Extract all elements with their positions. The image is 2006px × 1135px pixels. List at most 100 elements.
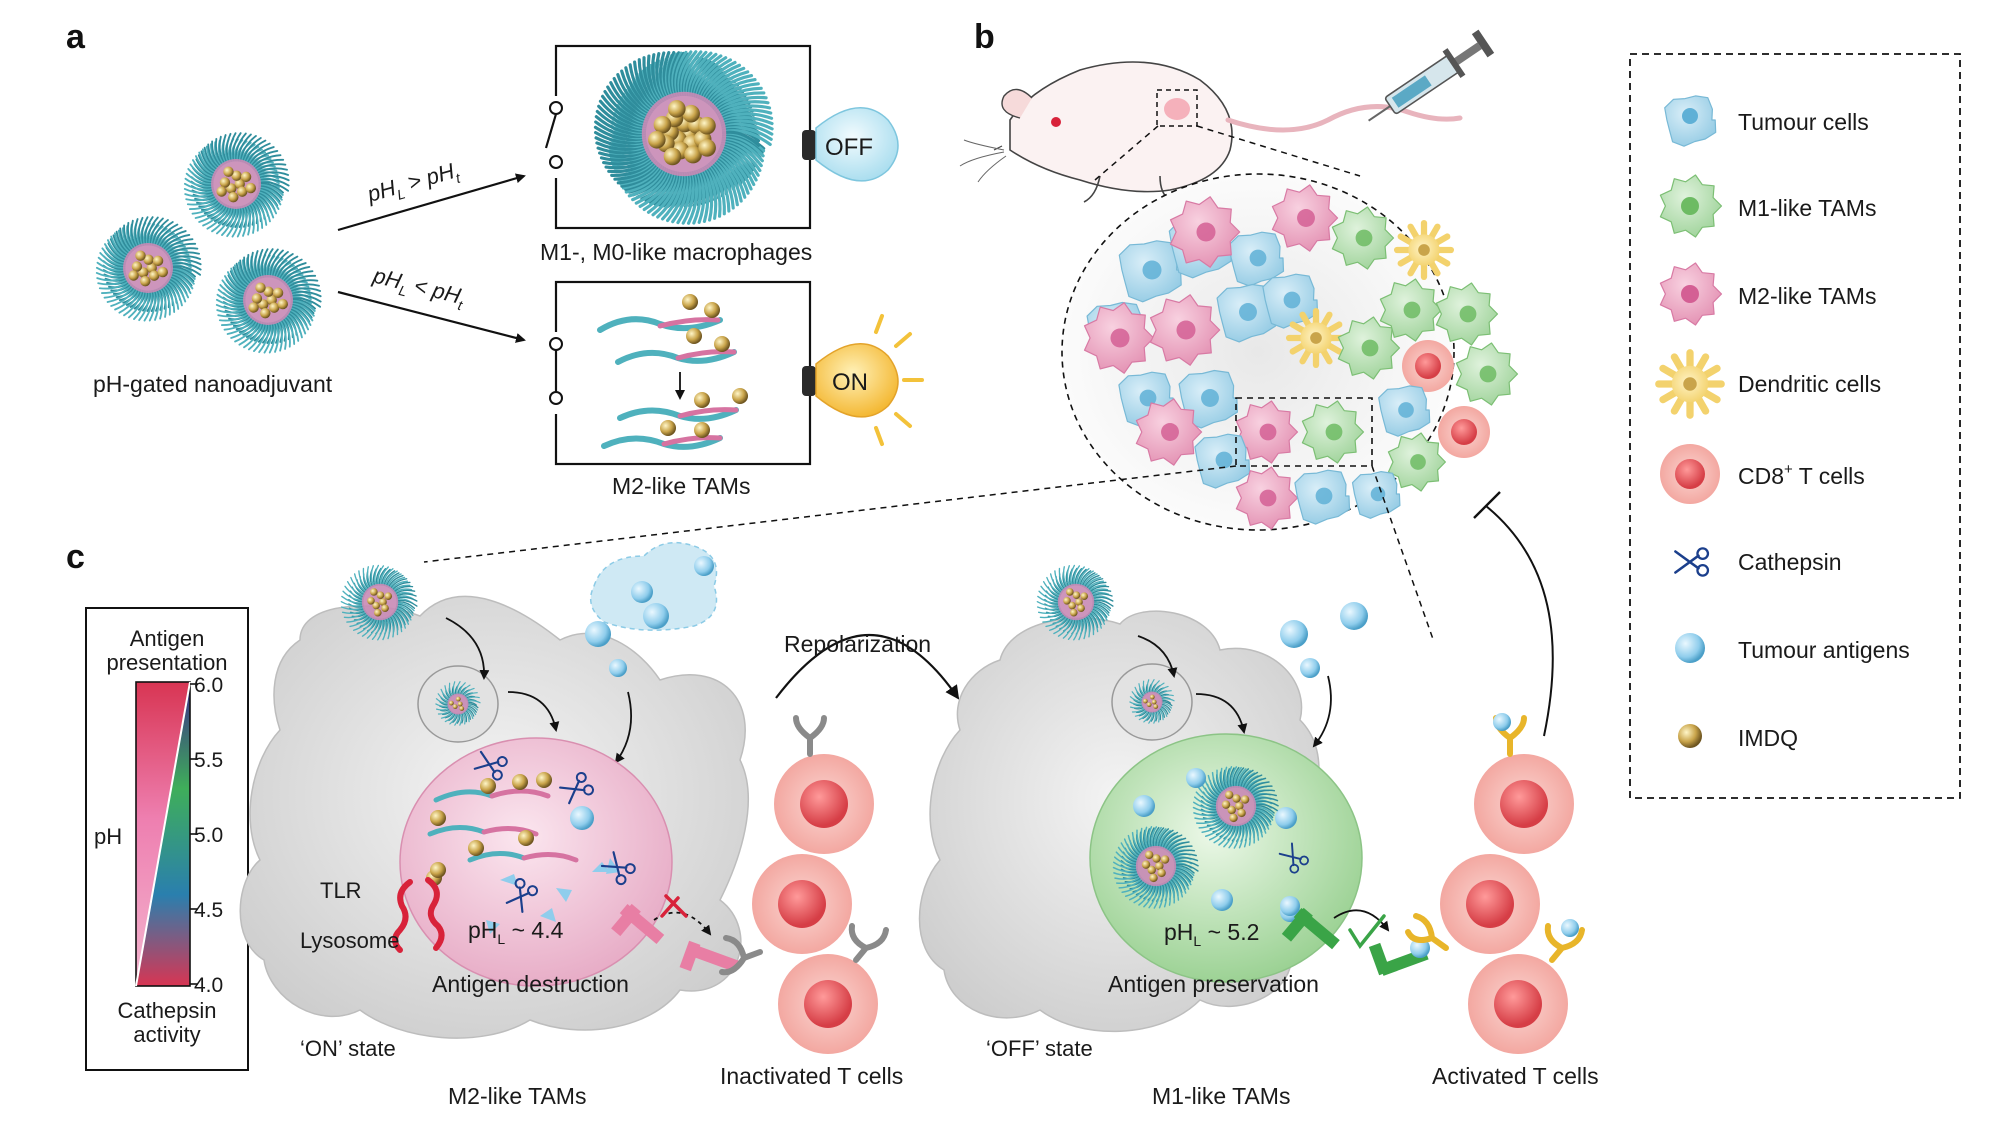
ph-scale: Antigen presentation 6.0 5.5 5.0 4.5 4.0… <box>85 607 249 1071</box>
nanoadjuvant-label: pH-gated nanoadjuvant <box>93 371 333 397</box>
lysosome-label: Lysosome <box>300 928 399 953</box>
scale-tick-4-0: 4.0 <box>194 974 223 997</box>
m2-tam <box>1235 400 1299 464</box>
closed-switch-lower <box>548 332 564 414</box>
nanoparticle-icon <box>435 681 481 726</box>
degraded-polymer-fragments <box>426 772 579 886</box>
tumour-cell <box>1378 385 1431 437</box>
incoming-nanoparticle <box>340 564 418 641</box>
tumour-cell <box>1351 471 1401 519</box>
m1-tam-icon <box>1659 174 1723 238</box>
ph-condition-lower: pHL < pHt <box>369 262 468 313</box>
nanoparticle-icon <box>1036 564 1114 641</box>
panel-label-b: b <box>974 18 995 56</box>
nanoparticle-icon <box>215 248 322 354</box>
nanoparticle-group <box>95 132 322 354</box>
antigen-fragments <box>486 858 620 934</box>
legend-label-m1: M1-like TAMs <box>1738 195 1876 221</box>
nanoparticle-icon <box>1112 826 1199 909</box>
cathepsin-scissors-right <box>1278 842 1309 874</box>
antigen-presentation-mhc <box>1280 896 1430 976</box>
legend: Tumour cells M1-like TAMs M2-like TAMs D… <box>1629 53 1961 799</box>
scissors-icon <box>1278 842 1309 874</box>
scale-tick-6-0: 6.0 <box>194 674 223 697</box>
dendritic-cell-icon <box>1655 349 1725 419</box>
on-box-caption: M2-like TAMs <box>612 473 750 499</box>
t-cell <box>1402 340 1454 392</box>
panel-label-c: c <box>66 538 85 576</box>
acidic-lysosome <box>399 737 673 987</box>
activated-t-cells-label: Activated T cells <box>1432 1063 1599 1089</box>
nanoparticle-icon <box>1129 679 1175 724</box>
disassembled-polymers <box>597 294 748 450</box>
m1-tam <box>1387 432 1446 492</box>
legend-frame <box>1629 53 1961 799</box>
m1-tam <box>1337 316 1401 380</box>
panel-a: pH-gated nanoadjuvant pHL > pHt pHL < pH… <box>93 44 924 499</box>
off-state-label: ‘OFF’ state <box>986 1036 1093 1061</box>
m1-macrophage-scene: pHL ~ 5.2 Antigen preservation ‘OFF’ sta… <box>918 564 1599 1109</box>
m1-tam <box>1435 282 1499 346</box>
legend-label-dendritic: Dendritic cells <box>1738 371 1881 397</box>
scissors-icon <box>559 771 595 805</box>
on-state-box <box>554 280 812 466</box>
t-cell <box>1438 406 1490 458</box>
tumour-cell <box>1216 283 1276 343</box>
scissors-icon <box>505 877 539 913</box>
blocked-antigen-presentation <box>611 894 739 972</box>
antigen-destruction-label: Antigen destruction <box>432 971 629 997</box>
bulb-off-icon <box>802 107 899 182</box>
m2-tam <box>1083 302 1155 374</box>
zoom-region-box <box>1235 397 1373 467</box>
m2-tam <box>1135 398 1203 466</box>
scale-top-line2: presentation <box>106 650 227 675</box>
m1-tam <box>1455 342 1519 406</box>
legend-label-cathepsin: Cathepsin <box>1738 549 1842 575</box>
scissors-icon <box>600 851 636 886</box>
nanoparticle-icon <box>340 564 418 641</box>
scale-top-line1: Antigen <box>130 626 205 651</box>
imdq-icon <box>1678 724 1702 748</box>
intact-nanoparticle <box>593 50 774 225</box>
antigen-preservation-label: Antigen preservation <box>1108 971 1319 997</box>
m2-tam <box>1169 196 1241 268</box>
scale-axis-label: pH <box>94 824 122 849</box>
tlr-label: TLR <box>320 878 362 903</box>
ph-condition-upper: pHL > pHt <box>364 157 463 211</box>
tumour-cell <box>1294 469 1351 525</box>
legend-label-m2: M2-like TAMs <box>1738 283 1876 309</box>
scale-bottom-line1: Cathepsin <box>117 998 216 1023</box>
arrow-to-on-box <box>337 290 526 343</box>
panel-b <box>423 29 1554 737</box>
mouse-icon <box>959 61 1463 203</box>
bulb-on-icon <box>802 314 924 446</box>
scale-bottom-line2: activity <box>133 1022 200 1047</box>
tumour-cell-icon <box>1664 95 1717 147</box>
m2-tam-icon <box>1659 262 1723 326</box>
legend-label-tumour: Tumour cells <box>1738 109 1869 135</box>
legend-label-imdq: IMDQ <box>1738 725 1798 751</box>
cd8-t-cell-icon <box>1660 444 1720 504</box>
arrow-to-off-box <box>337 173 526 232</box>
ph-scale-frame <box>85 607 249 1071</box>
lysosome-ph-right: pHL ~ 5.2 <box>1164 919 1259 949</box>
endosome-nanoparticle-right <box>1129 679 1175 724</box>
lysosome-ph-left: pHL ~ 4.4 <box>468 917 564 947</box>
legend-label-antigens: Tumour antigens <box>1738 637 1910 663</box>
m1-tam <box>1301 400 1365 464</box>
m2-tam <box>1271 184 1339 252</box>
dendritic-cell <box>1393 219 1455 281</box>
preserved-nanoparticles <box>1112 766 1279 909</box>
open-switch-upper <box>544 96 564 178</box>
m2-cell-caption: M2-like TAMs <box>448 1083 586 1109</box>
dying-tumour-cell <box>589 541 718 631</box>
nanoparticle-icon <box>95 216 202 322</box>
nanoparticle-icon <box>1192 766 1279 849</box>
inhibition-arrow <box>1485 505 1554 737</box>
cathepsin-scissors-group <box>473 750 636 913</box>
incoming-nanoparticle-right <box>1036 564 1114 641</box>
m1-cell-caption: M1-like TAMs <box>1152 1083 1290 1109</box>
m1-tam <box>1331 206 1395 270</box>
antigen-icon <box>1675 633 1705 663</box>
